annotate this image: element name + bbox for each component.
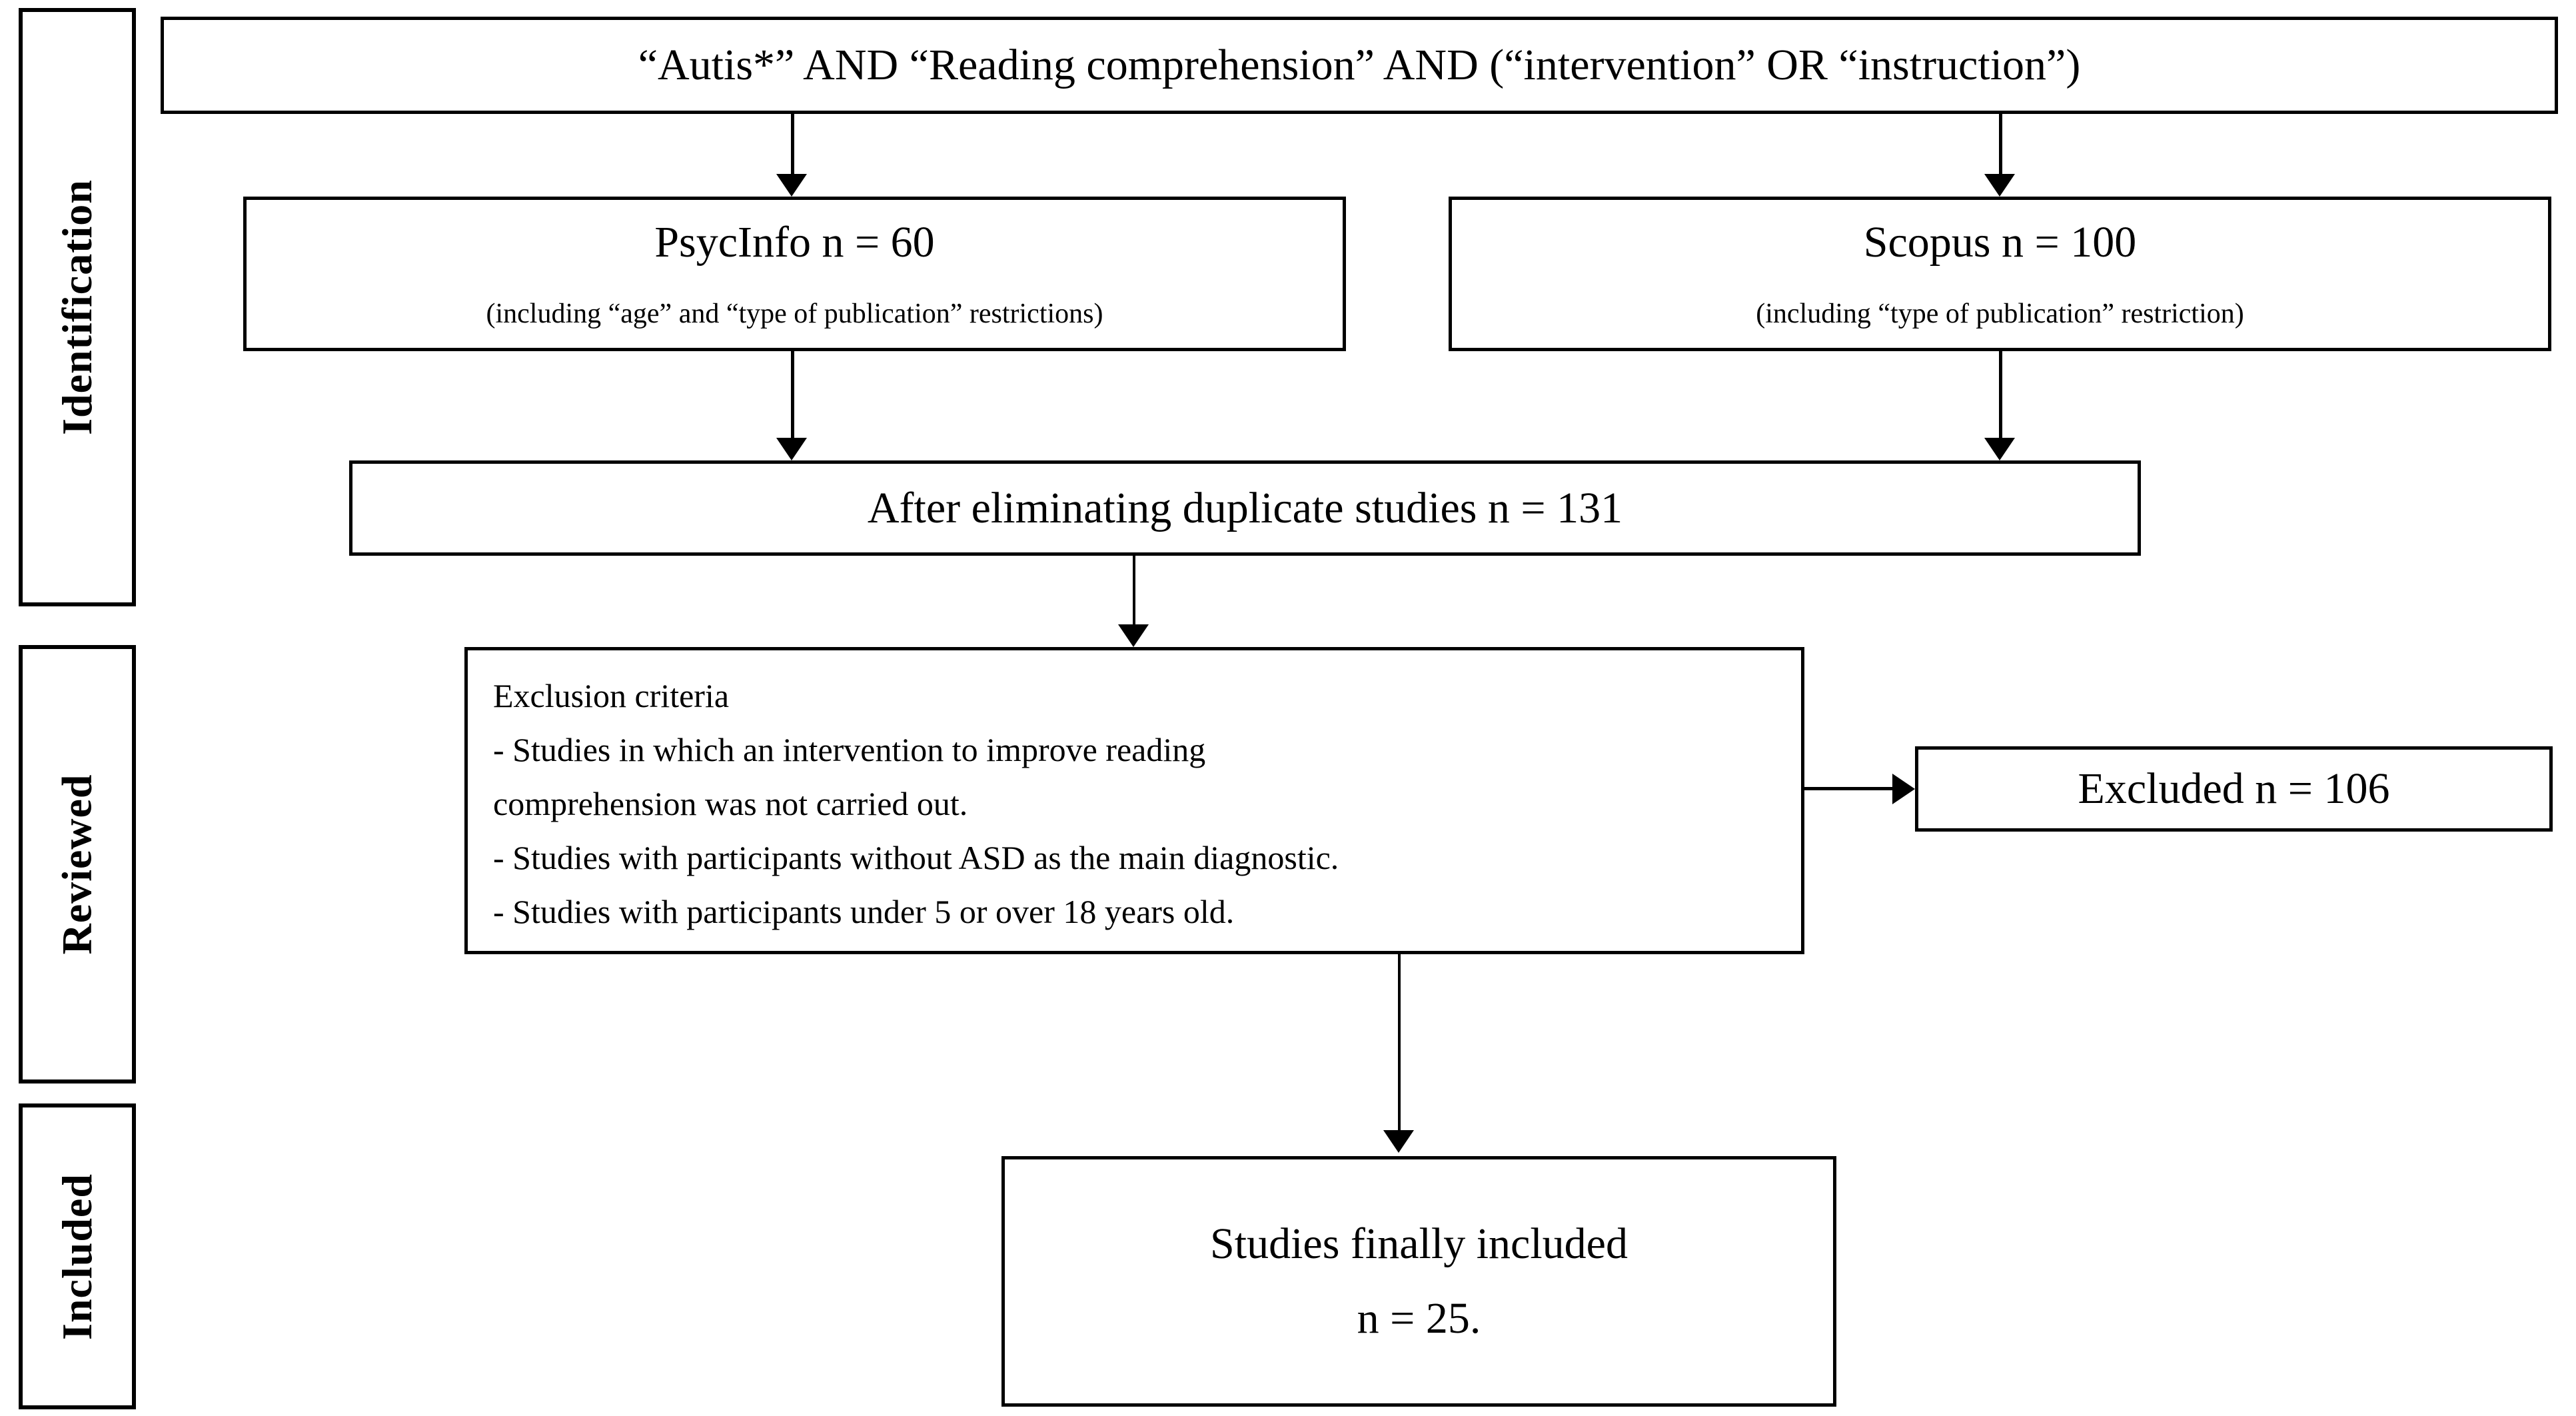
psycinfo-count: PsycInfo n = 60 [654,217,935,267]
exclusion-criterion-1: - Studies in which an intervention to im… [493,731,1206,768]
exclusion-criteria-box: Exclusion criteria - Studies in which an… [464,647,1804,954]
psycinfo-results-box: PsycInfo n = 60 (including “age” and “ty… [243,197,1346,351]
stage-label-identification-text: Identification [53,179,101,435]
arrow-down-icon [1118,624,1149,647]
excluded-count-box: Excluded n = 106 [1915,746,2553,832]
scopus-note: (including “type of publication” restric… [1756,298,2244,329]
arrow-down-icon [1984,438,2015,460]
duplicates-removed-box: After eliminating duplicate studies n = … [349,460,2141,556]
connector-scopus-to-duplicates [1999,351,2002,438]
connector-psycinfo-to-duplicates [791,351,794,438]
search-query-text: “Autis*” AND “Reading comprehension” AND… [638,41,2081,90]
excluded-count-text: Excluded n = 106 [2078,764,2390,814]
connector-duplicates-to-exclusion [1133,556,1135,624]
stage-label-reviewed-text: Reviewed [53,774,101,955]
scopus-count: Scopus n = 100 [1863,217,2137,267]
stage-label-identification: Identification [19,8,136,606]
studies-included-count: n = 25. [1357,1294,1481,1343]
stage-label-included-text: Included [53,1173,101,1340]
search-query-box: “Autis*” AND “Reading comprehension” AND… [161,17,2558,114]
arrow-down-icon [1383,1130,1414,1153]
duplicates-removed-text: After eliminating duplicate studies n = … [867,483,1623,532]
connector-exclusion-to-included [1398,954,1401,1130]
stage-label-reviewed: Reviewed [19,645,136,1083]
connector-exclusion-to-excluded [1804,787,1894,790]
connector-query-to-psycinfo [791,114,794,174]
studies-included-box: Studies finally included n = 25. [1001,1156,1836,1407]
arrow-down-icon [776,438,807,460]
arrow-down-icon [1984,174,2015,197]
psycinfo-note: (including “age” and “type of publicatio… [486,298,1103,329]
arrow-down-icon [776,174,807,197]
stage-label-included: Included [19,1103,136,1409]
studies-included-label: Studies finally included [1210,1219,1628,1269]
exclusion-criterion-1-cont: comprehension was not carried out. [493,785,968,822]
arrow-right-icon [1892,774,1915,804]
scopus-results-box: Scopus n = 100 (including “type of publi… [1449,197,2551,351]
exclusion-criteria-heading: Exclusion criteria [493,677,730,714]
connector-query-to-scopus [1999,114,2002,174]
exclusion-criterion-2: - Studies with participants without ASD … [493,839,1339,876]
exclusion-criterion-3: - Studies with participants under 5 or o… [493,893,1235,930]
